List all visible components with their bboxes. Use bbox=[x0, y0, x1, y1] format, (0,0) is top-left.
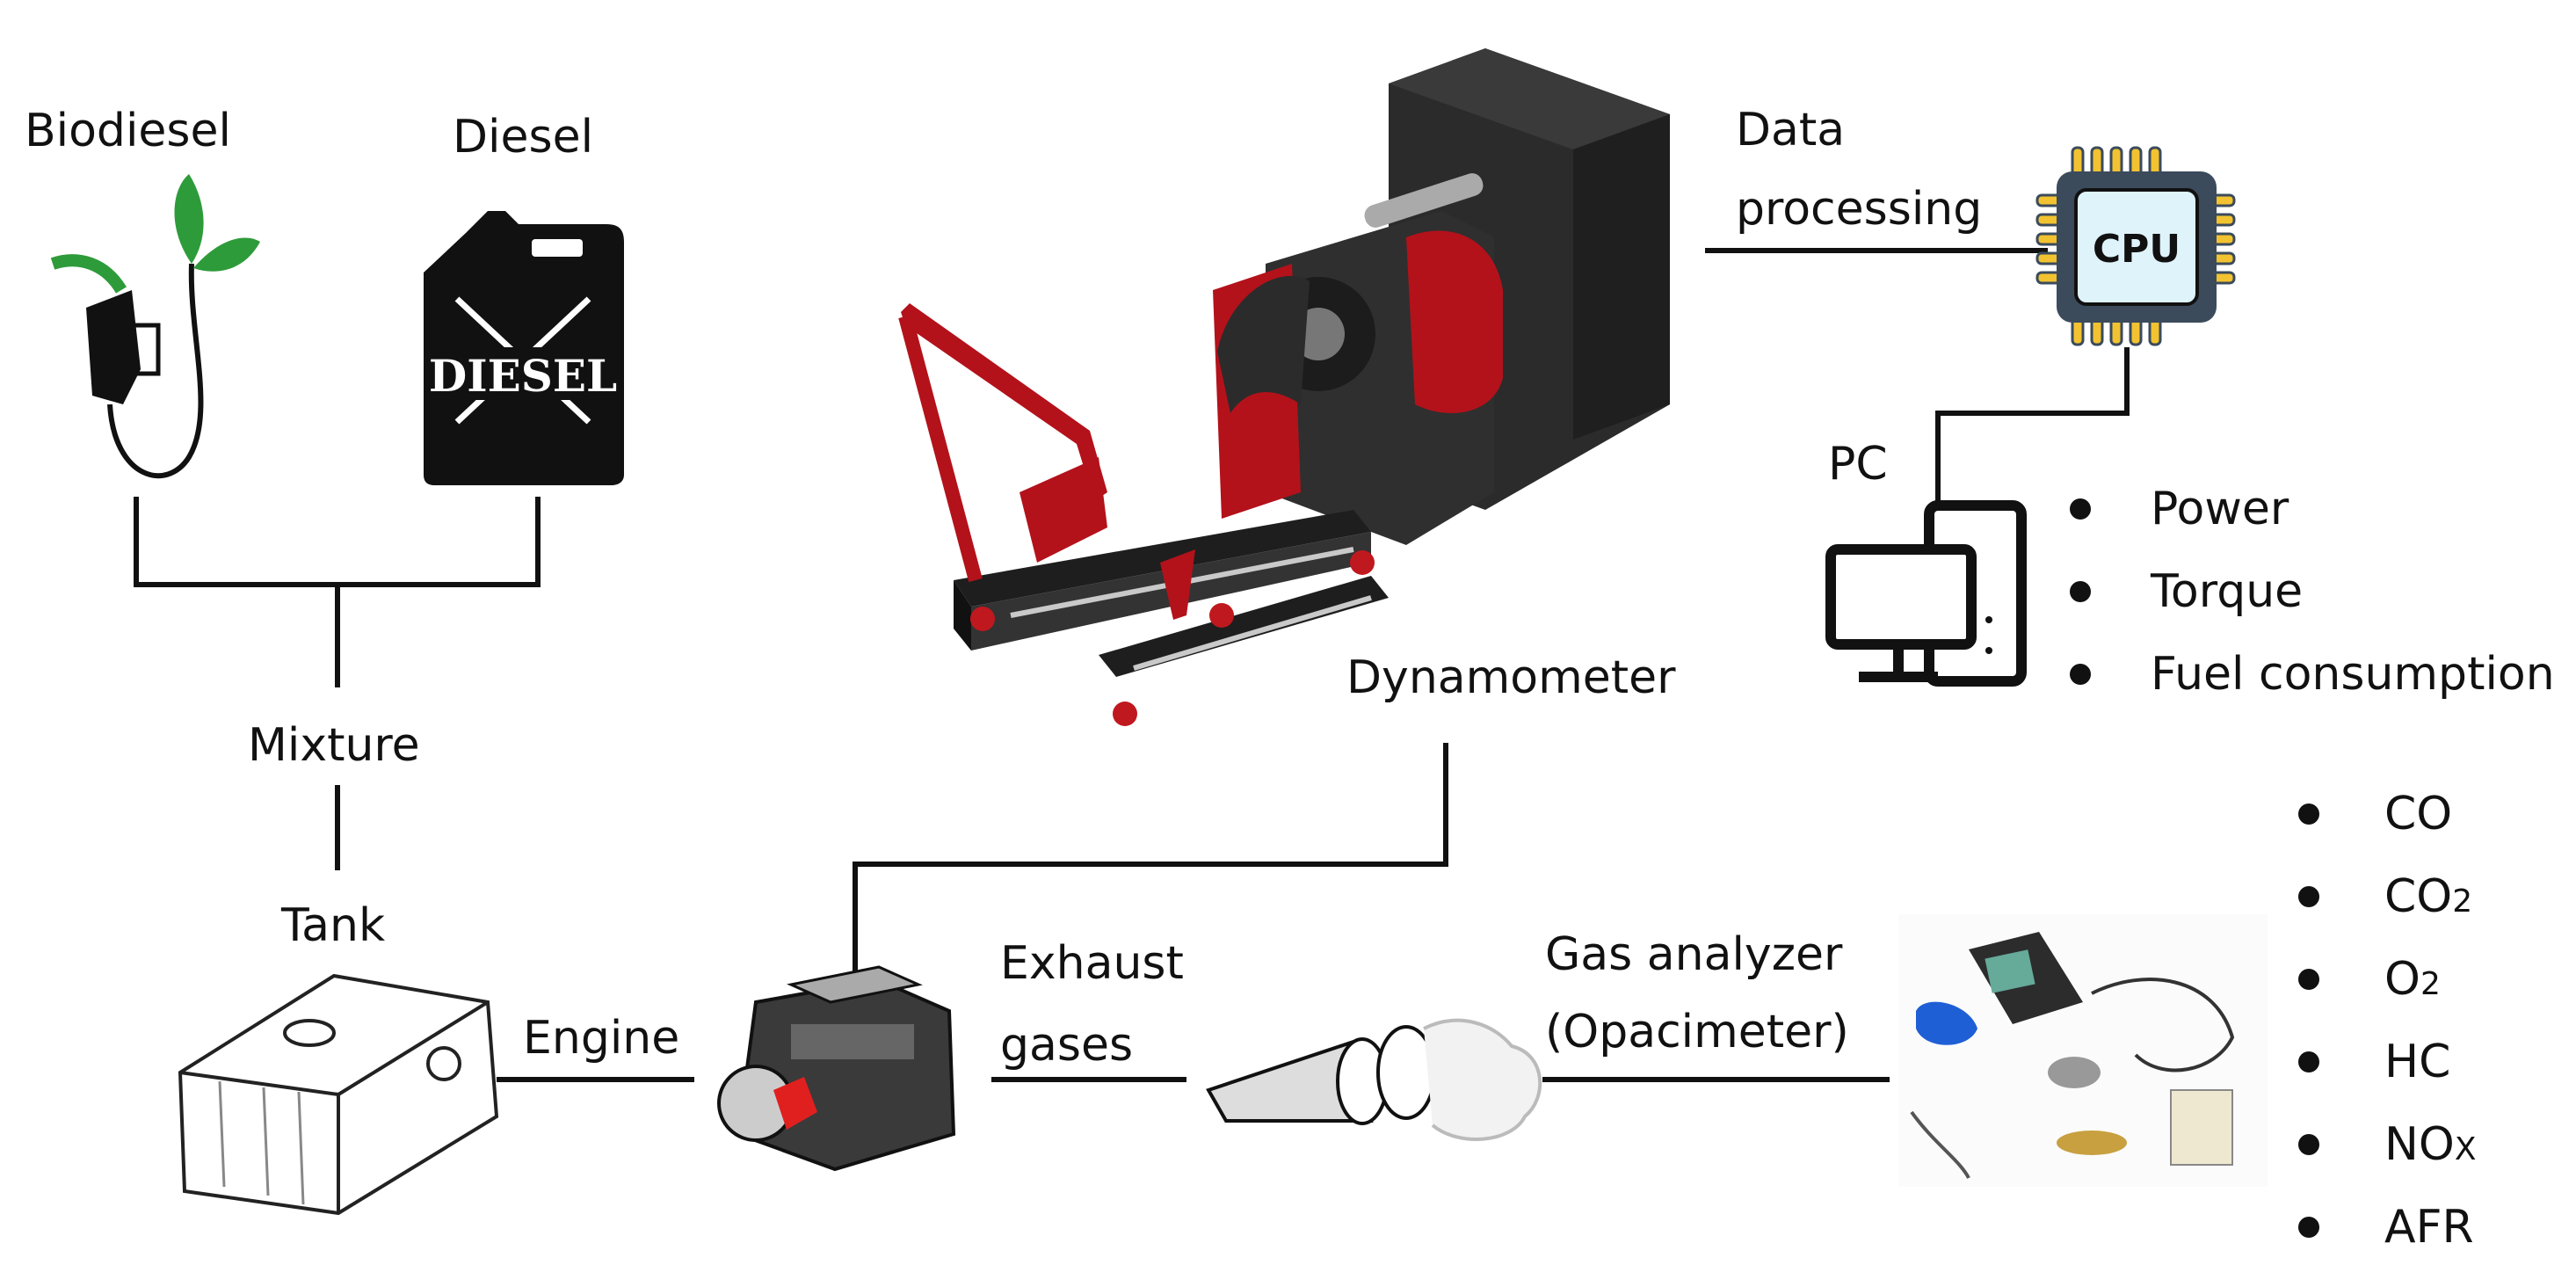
biodiesel-diesel-joiner bbox=[134, 497, 541, 587]
gas-analyzer-label-line2: (Opacimeter) bbox=[1545, 1006, 1849, 1058]
mixture-label: Mixture bbox=[248, 719, 420, 772]
bullet-icon bbox=[2298, 1134, 2319, 1155]
diesel-jerrycan-icon: DIESEL bbox=[424, 211, 624, 485]
pc-label: PC bbox=[1828, 438, 1888, 491]
bullet-icon bbox=[2070, 498, 2091, 520]
bullet-icon bbox=[2298, 1051, 2319, 1072]
desktop-pc-icon bbox=[1825, 500, 2027, 687]
fuel-tank-icon bbox=[178, 973, 499, 1216]
list-item: CO2 bbox=[2298, 874, 2477, 956]
engine-label: Engine bbox=[523, 1012, 680, 1065]
list-item: CO bbox=[2298, 791, 2477, 874]
list-item: HC bbox=[2298, 1039, 2477, 1122]
list-item: AFR bbox=[2298, 1204, 2477, 1287]
list-item: O2 bbox=[2298, 956, 2477, 1039]
cpu-chip-icon: CPU bbox=[2035, 146, 2236, 346]
dynamometer-label: Dynamometer bbox=[1346, 651, 1676, 704]
list-item: NOX bbox=[2298, 1122, 2477, 1204]
data-processing-label-line2: processing bbox=[1736, 183, 1983, 236]
bullet-icon bbox=[2070, 664, 2091, 685]
engine-to-dynamometer-line bbox=[853, 743, 1448, 974]
cpu-to-pc-line bbox=[1935, 347, 2130, 501]
tank-label: Tank bbox=[281, 899, 386, 952]
list-item: Fuel consumption bbox=[2070, 651, 2555, 734]
diesel-label: Diesel bbox=[453, 111, 594, 164]
pc-outputs-list: Power Torque Fuel consumption bbox=[2070, 486, 2555, 734]
list-item: Torque bbox=[2070, 569, 2555, 651]
cpu-chip-text: CPU bbox=[2093, 227, 2181, 272]
gas-analyzer-kit-icon bbox=[1898, 914, 2268, 1187]
dynamometer-icon bbox=[898, 48, 1670, 726]
exhaust-pipe-icon bbox=[1206, 1018, 1542, 1141]
data-processing-label-line1: Data bbox=[1736, 104, 1846, 156]
engine-icon bbox=[717, 965, 956, 1172]
gas-analyzer-label-line1: Gas analyzer bbox=[1545, 928, 1843, 981]
connector-lines bbox=[134, 248, 2130, 1082]
list-item: Power bbox=[2070, 486, 2555, 569]
gas-outputs-list: CO CO2 O2 HC NOX AFR bbox=[2298, 791, 2477, 1287]
exhaust-gases-label-line2: gases bbox=[1000, 1019, 1134, 1072]
fuel-nozzle-leaf-icon bbox=[50, 174, 260, 479]
bullet-icon bbox=[2298, 1217, 2319, 1238]
bullet-icon bbox=[2298, 803, 2319, 825]
bullet-icon bbox=[2070, 581, 2091, 602]
biodiesel-label: Biodiesel bbox=[25, 105, 231, 157]
diesel-can-text: DIESEL bbox=[429, 350, 617, 402]
bullet-icon bbox=[2298, 886, 2319, 907]
exhaust-gases-label-line1: Exhaust bbox=[1000, 937, 1184, 990]
bullet-icon bbox=[2298, 969, 2319, 990]
